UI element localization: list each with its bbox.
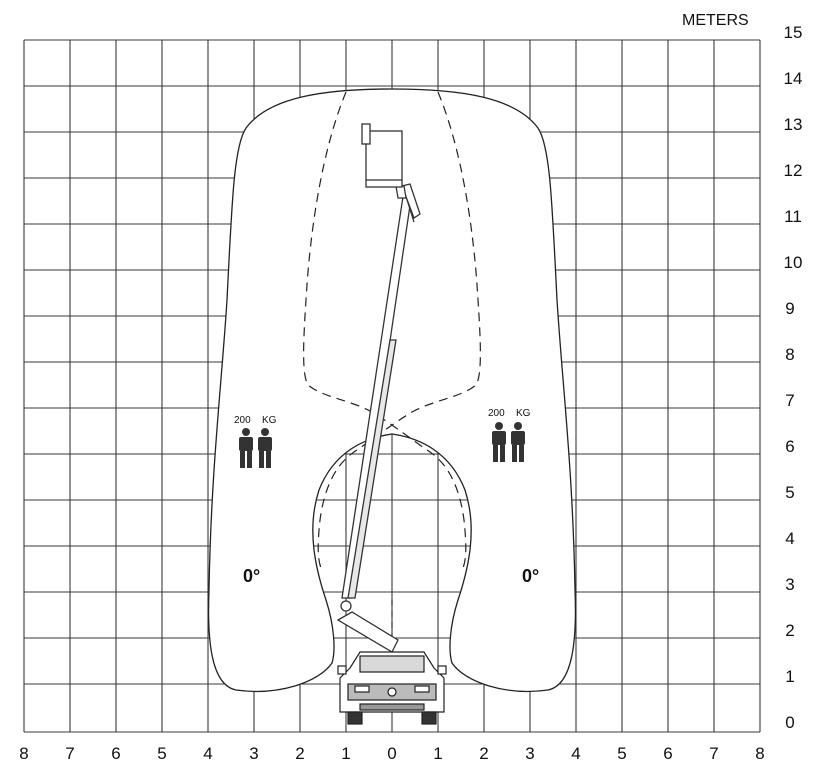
y-tick-label: 3	[785, 575, 794, 594]
x-tick-label: 7	[709, 744, 718, 763]
x-tick-label: 8	[755, 744, 764, 763]
x-tick-label: 3	[249, 744, 258, 763]
y-tick-label: 8	[785, 345, 794, 364]
truck	[337, 651, 447, 725]
working-envelope	[207, 88, 577, 693]
y-tick-label: 9	[785, 299, 794, 318]
x-tick-label: 4	[203, 744, 212, 763]
x-axis: 8 7 6 5 4 3 2 1 0 1 2 3 4 5 6 7 8	[19, 744, 764, 763]
person-icon	[258, 428, 272, 468]
zone-right-load-value: 200	[488, 408, 505, 419]
x-tick-label: 6	[663, 744, 672, 763]
y-tick-label: 11	[784, 207, 802, 226]
x-tick-label: 2	[295, 744, 304, 763]
x-tick-label: 7	[65, 744, 74, 763]
zone-right: 200 KG 0°	[488, 408, 539, 586]
y-tick-label: 6	[785, 437, 794, 456]
aerial-boom	[336, 123, 421, 653]
x-tick-label: 1	[341, 744, 350, 763]
zone-left-load-unit: KG	[262, 415, 277, 426]
x-tick-label: 3	[525, 744, 534, 763]
zone-left: 200 KG 0°	[234, 415, 277, 586]
y-tick-label: 13	[784, 115, 803, 134]
y-axis: 0 1 2 3 4 5 6 7 8 9 10 11 12 13 14 15	[784, 23, 803, 732]
y-tick-label: 2	[785, 621, 794, 640]
x-tick-label: 5	[617, 744, 626, 763]
y-tick-label: 4	[785, 529, 794, 548]
zone-right-angle: 0°	[522, 566, 539, 586]
x-tick-label: 1	[433, 744, 442, 763]
person-icon	[492, 422, 506, 462]
person-icon	[511, 422, 525, 462]
x-tick-label: 5	[157, 744, 166, 763]
zone-right-load-unit: KG	[516, 408, 531, 419]
inner-envelope-dashed-right	[317, 91, 481, 569]
y-tick-label: 1	[785, 667, 794, 686]
units-label: METERS	[682, 12, 749, 29]
y-tick-label: 14	[784, 69, 803, 88]
x-tick-label: 8	[19, 744, 28, 763]
x-tick-label: 2	[479, 744, 488, 763]
y-tick-label: 0	[785, 713, 794, 732]
y-tick-label: 7	[785, 391, 794, 410]
y-tick-label: 5	[785, 483, 794, 502]
zone-left-angle: 0°	[243, 566, 260, 586]
x-tick-label: 4	[571, 744, 580, 763]
y-tick-label: 15	[784, 23, 803, 42]
person-icon	[239, 428, 253, 468]
y-tick-label: 10	[784, 253, 803, 272]
x-tick-label: 0	[387, 744, 396, 763]
inner-envelope-dashed	[303, 91, 467, 569]
platform-basket	[365, 130, 403, 188]
y-tick-label: 12	[784, 161, 803, 180]
zone-left-load-value: 200	[234, 415, 251, 426]
x-tick-label: 6	[111, 744, 120, 763]
